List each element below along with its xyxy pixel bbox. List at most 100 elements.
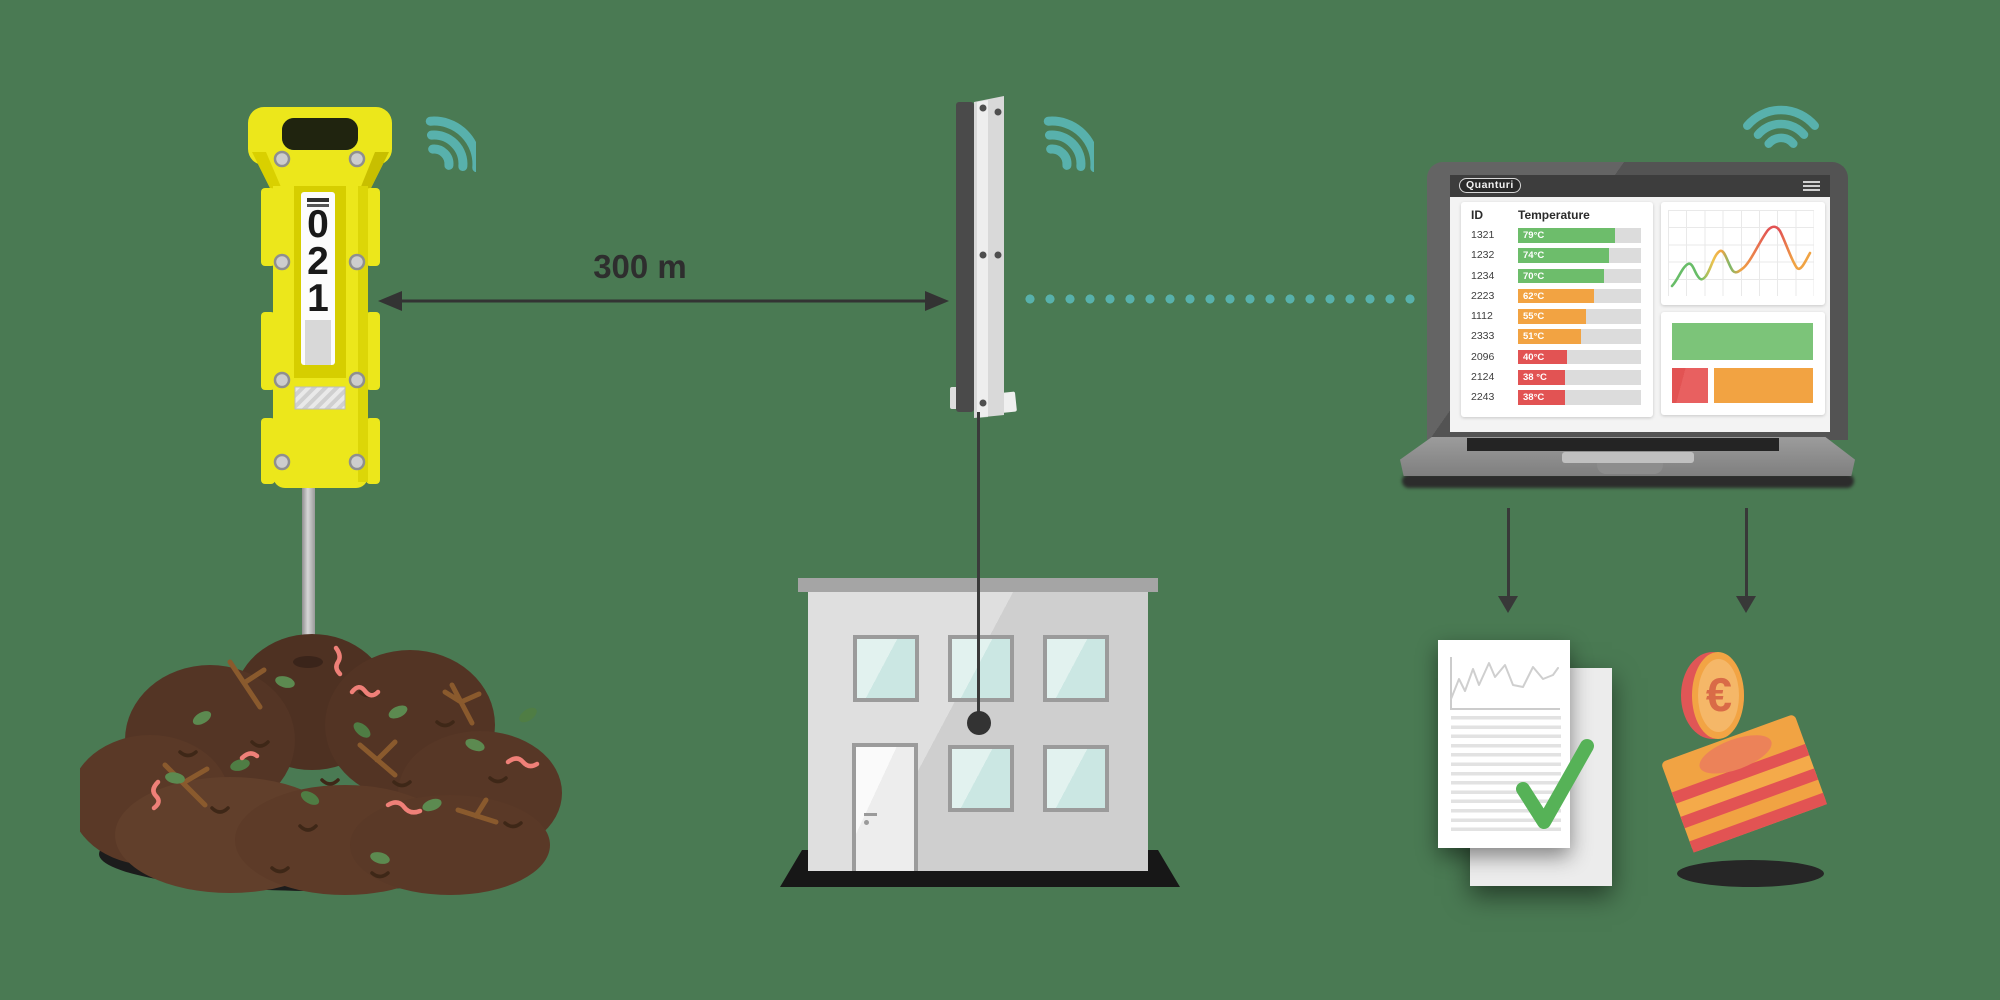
table-row: 2096 40°C <box>1461 348 1653 368</box>
antenna-screws <box>979 104 1002 407</box>
temperature-value: 55°C <box>1523 311 1545 323</box>
sensor-id: 1321 <box>1471 229 1495 241</box>
antenna-cable <box>977 412 980 714</box>
temperature-bar-fill: 51°C <box>1518 329 1581 344</box>
quanturi-logo: Quanturi <box>1459 178 1521 193</box>
temperature-bar-fill: 55°C <box>1518 309 1586 324</box>
building-door <box>852 743 918 871</box>
rod-hole <box>293 656 323 668</box>
temperature-bar-fill: 62°C <box>1518 288 1595 304</box>
building-window <box>1043 635 1109 702</box>
hamburger-icon <box>1803 181 1820 191</box>
twigs <box>162 659 499 825</box>
summary-chart-panel <box>1661 312 1825 415</box>
laptop-keyboard-slot <box>1467 438 1779 451</box>
temperature-bar-fill: 79°C <box>1518 228 1616 243</box>
table-row: 1234 70°C <box>1461 267 1653 287</box>
column-header-temperature: Temperature <box>1518 208 1590 222</box>
probe-digit: 2 <box>307 240 329 283</box>
compost-pile <box>80 634 562 895</box>
distance-arrow <box>378 291 949 311</box>
distance-label: 300 m <box>593 248 687 285</box>
antenna-wifi-icon <box>1043 116 1094 172</box>
door-handle <box>864 813 877 816</box>
probe-digit: 0 <box>307 203 329 246</box>
summary-block-red <box>1672 368 1708 403</box>
probe-digit: 1 <box>307 277 329 320</box>
door-handle-dot <box>864 820 869 825</box>
temperature-bar-track: 38°C <box>1518 390 1641 405</box>
table-rows: 1321 79°C 1232 74°C 1234 70°C 2223 62°C 1112 55°C… <box>1461 226 1653 409</box>
money-shadow <box>1677 860 1824 887</box>
temperature-bar-track: 62°C <box>1518 288 1641 304</box>
euro-coin: € <box>1681 652 1744 739</box>
arrow-to-money-head <box>1736 596 1756 613</box>
probe-handle <box>248 107 392 165</box>
worms <box>151 645 540 815</box>
temperature-value: 70°C <box>1523 270 1545 282</box>
arrow-to-report-head <box>1498 596 1518 613</box>
dashboard-header: Quanturi <box>1450 175 1830 197</box>
temperature-value: 38 °C <box>1523 372 1547 384</box>
temperature-bar-fill: 40°C <box>1518 349 1568 365</box>
temperature-value: 40°C <box>1523 351 1545 363</box>
cable-node <box>967 711 991 735</box>
probe-window <box>294 386 346 410</box>
table-row: 1112 55°C <box>1461 307 1653 327</box>
probe-tabs <box>261 188 380 484</box>
building-window <box>1043 745 1109 812</box>
temperature-bar-track: 70°C <box>1518 268 1641 284</box>
temperature-bar-track: 40°C <box>1518 349 1641 365</box>
banknotes <box>1662 715 1828 853</box>
arrow-to-money <box>1745 508 1748 597</box>
report-mini-chart <box>1450 657 1560 710</box>
sensor-id: 2243 <box>1471 391 1495 404</box>
column-header-id: ID <box>1471 208 1483 222</box>
laptop-shadow <box>1402 474 1854 488</box>
temperature-bar-track: 55°C <box>1518 309 1641 324</box>
temperature-value: 74°C <box>1523 250 1545 262</box>
antenna-receiver <box>950 96 1017 418</box>
laptop-wifi-icon <box>1743 105 1819 148</box>
laptop-notch <box>1597 463 1663 474</box>
probe-wifi-icon <box>425 116 476 172</box>
sensor-id: 2333 <box>1471 330 1495 343</box>
temperature-value: 51°C <box>1523 331 1545 343</box>
temperature-value: 62°C <box>1523 290 1545 302</box>
building-window <box>948 745 1014 812</box>
table-row: 2223 62°C <box>1461 287 1653 307</box>
sensor-id: 1232 <box>1471 249 1495 262</box>
table-row: 2333 51°C <box>1461 327 1653 347</box>
summary-block-green <box>1672 323 1813 360</box>
temperature-bar-track: 51°C <box>1518 329 1641 344</box>
table-row: 1321 79°C <box>1461 226 1653 246</box>
sensor-id: 2096 <box>1471 350 1495 363</box>
summary-block-orange <box>1714 368 1813 403</box>
temperature-probe <box>248 107 392 488</box>
temperature-bar-fill: 38 °C <box>1518 370 1565 385</box>
euro-symbol: € <box>1705 668 1733 721</box>
temperature-bar-fill: 70°C <box>1518 268 1605 284</box>
temperature-bar-track: 79°C <box>1518 228 1641 243</box>
sensor-id: 2124 <box>1471 371 1495 384</box>
sensor-id: 1112 <box>1471 310 1493 323</box>
table-row: 2243 38°C <box>1461 388 1653 408</box>
temperature-bar-track: 74°C <box>1518 248 1641 263</box>
compost-texture <box>178 690 523 879</box>
table-row: 2124 38 °C <box>1461 368 1653 388</box>
wireless-dotted-link <box>1025 294 1417 304</box>
sensor-id: 1234 <box>1471 269 1495 282</box>
temperature-table-panel: ID Temperature 1321 79°C 1232 74°C 1234 70°C 2… <box>1461 202 1653 417</box>
banknote <box>1662 715 1810 804</box>
temperature-bar-track: 38 °C <box>1518 370 1641 385</box>
coin-inner <box>1698 659 1739 732</box>
sensor-id: 2223 <box>1471 289 1495 302</box>
report-check-icon <box>1516 739 1594 829</box>
laptop-touchpad <box>1562 452 1694 463</box>
leaves <box>165 676 537 864</box>
temperature-bar-fill: 74°C <box>1518 248 1610 263</box>
table-row: 1232 74°C <box>1461 246 1653 266</box>
temperature-bar-fill: 38°C <box>1518 390 1565 405</box>
